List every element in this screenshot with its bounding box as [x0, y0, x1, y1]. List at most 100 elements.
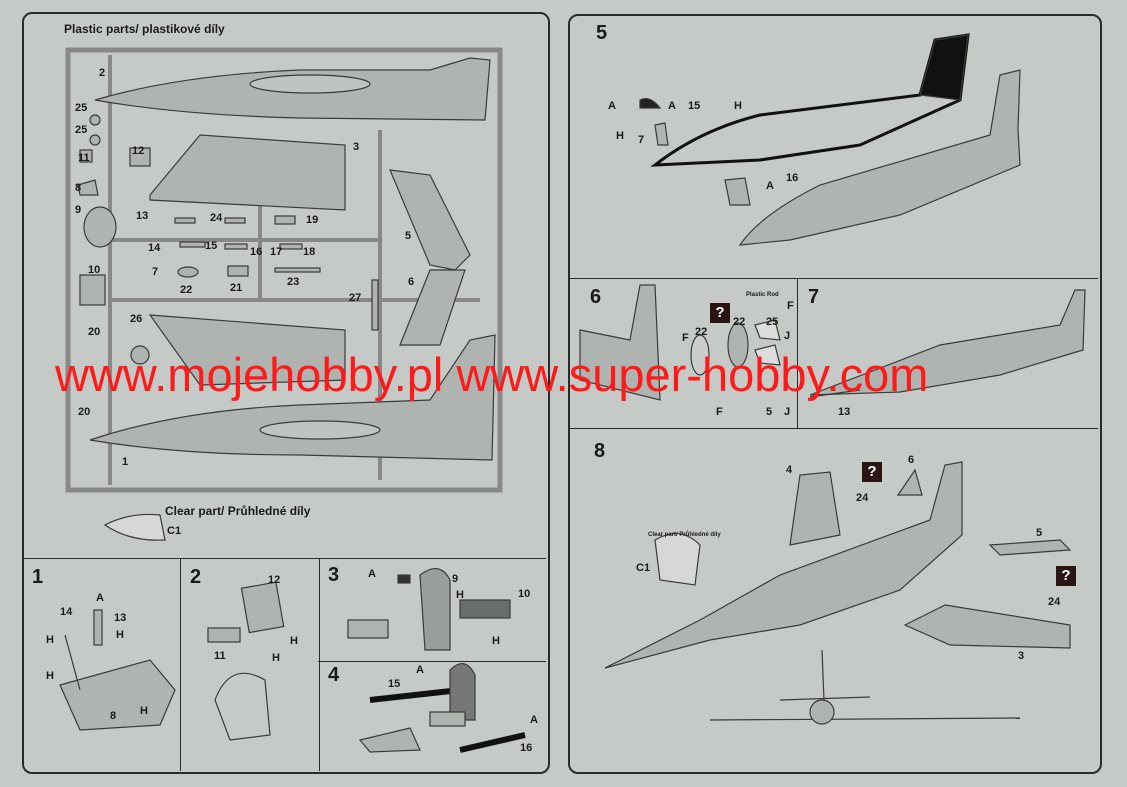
part-1	[89, 334, 496, 461]
part-label: 21	[230, 282, 243, 294]
step-label: 3	[1018, 650, 1025, 662]
step-number: 6	[590, 286, 602, 308]
step-label: 24	[1048, 596, 1061, 608]
step-label: A	[416, 664, 424, 676]
part-label: 19	[306, 214, 319, 226]
step-label: 13	[114, 612, 127, 624]
part-label: 22	[180, 284, 193, 296]
part-label: 9	[75, 204, 82, 216]
sprue-panel	[22, 12, 550, 774]
step6-7-divider	[797, 278, 798, 428]
step-label: 4	[786, 464, 793, 476]
step-label: 7	[638, 134, 645, 146]
part-label: 12	[132, 145, 145, 157]
step-label: F	[787, 300, 794, 312]
part-label: 10	[88, 264, 101, 276]
watermark: www.mojehobby.pl www.super-hobby.com	[55, 348, 929, 401]
step-label: 6	[908, 454, 915, 466]
part-label: 27	[349, 292, 362, 304]
question-icon: ?	[1056, 566, 1076, 586]
step-label: 16	[520, 742, 533, 754]
step-label: 8	[110, 710, 117, 722]
clear-part-caption: Clear part/ Průhledné díly	[648, 532, 721, 538]
sprue-frame	[65, 47, 503, 493]
part-6	[399, 269, 466, 346]
step-label: 13	[838, 406, 851, 418]
step-label: H	[616, 130, 624, 142]
part-label: 11	[78, 152, 90, 164]
part-label: 5	[405, 230, 412, 242]
step-label: H	[456, 589, 464, 601]
part-26-wing	[148, 314, 346, 386]
step-number: 1	[32, 566, 44, 588]
step-label: 25	[766, 316, 779, 328]
part-label: 23	[287, 276, 300, 288]
step2-cell	[180, 558, 320, 771]
step-label: F	[716, 406, 723, 418]
step-number: 4	[328, 664, 340, 686]
step-label: F	[682, 332, 689, 344]
step-label: A	[368, 568, 376, 580]
part-label: 13	[136, 210, 149, 222]
step-number: 7	[808, 286, 820, 308]
step-label: 24	[856, 492, 869, 504]
step-label: H	[492, 635, 500, 647]
step-label: 14	[60, 606, 73, 618]
part-label: 8	[75, 182, 82, 194]
part-label: 25	[75, 102, 88, 114]
plastic-parts-header: Plastic parts/ plastikové díly	[64, 22, 225, 36]
steps-panel	[568, 14, 1102, 774]
step-label: 22	[695, 326, 708, 338]
step-label: J	[784, 406, 791, 418]
step-label: 5	[766, 406, 773, 418]
step-label: H	[734, 100, 742, 112]
step-label: 22	[733, 316, 746, 328]
step-label: 15	[388, 678, 401, 690]
step-label: C1	[636, 562, 651, 574]
step-label: H	[46, 634, 54, 646]
step-label: A	[766, 180, 774, 192]
step-label: 11	[214, 650, 226, 662]
step3-cell	[318, 558, 546, 662]
part-3	[149, 134, 346, 211]
step5-cell	[568, 278, 1098, 279]
step-label: H	[290, 635, 298, 647]
part-label: 7	[152, 266, 159, 278]
plastic-rod-label: Plastic Rod	[746, 292, 779, 298]
part-label: 18	[303, 246, 316, 258]
step-label: A	[530, 714, 538, 726]
clear-parts-header: Clear part/ Průhledné díly	[165, 504, 311, 518]
step-label: A	[668, 100, 676, 112]
step-label: J	[784, 330, 791, 342]
step-number: 2	[190, 566, 202, 588]
step-label: 10	[518, 588, 531, 600]
part-label: 24	[210, 212, 223, 224]
part-label: 2	[99, 67, 106, 79]
part-label: 25	[75, 124, 88, 136]
step-label: 9	[452, 573, 459, 585]
step-number: 8	[594, 440, 606, 462]
part-label: 16	[250, 246, 263, 258]
step-label: H	[116, 629, 124, 641]
part-label: 17	[270, 246, 283, 258]
part-label: 26	[130, 313, 143, 325]
step-number: 3	[328, 564, 340, 586]
step-label: H	[140, 705, 148, 717]
step-label: H	[46, 670, 54, 682]
part-label: 20	[88, 326, 101, 338]
step-label: 16	[786, 172, 799, 184]
part-label: 14	[148, 242, 161, 254]
part-5	[389, 169, 471, 271]
part-label: 1	[122, 456, 129, 468]
step-label: 15	[688, 100, 701, 112]
part-label: 15	[205, 240, 218, 252]
step-label: H	[272, 652, 280, 664]
part-label: 20	[78, 406, 91, 418]
step-number: 5	[596, 22, 608, 44]
step-label: A	[608, 100, 616, 112]
part-label: 6	[408, 276, 415, 288]
step-label: A	[96, 592, 104, 604]
question-icon: ?	[710, 303, 730, 323]
step8-cell	[568, 428, 1098, 429]
